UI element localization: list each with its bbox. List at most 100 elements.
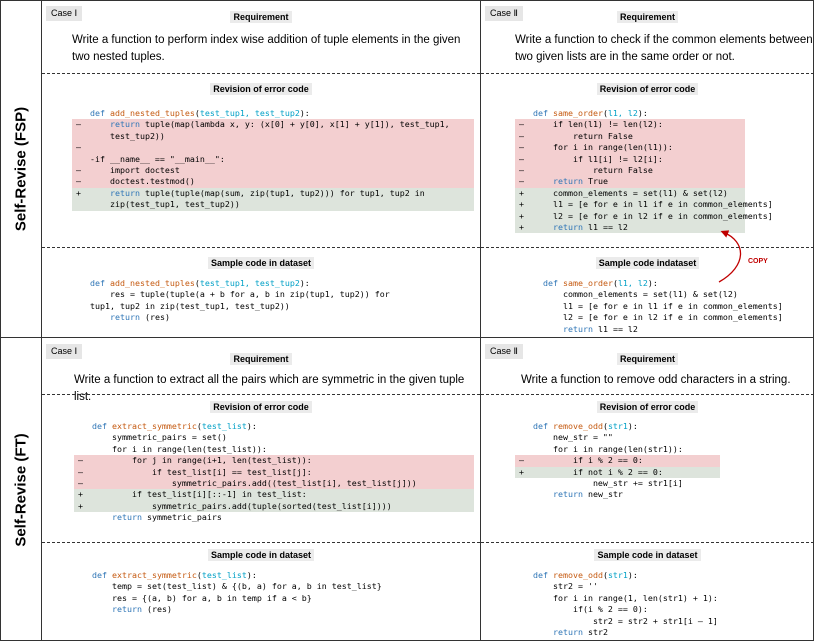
revision-code: def extract_symmetric(test_list): symmet… [74, 421, 474, 524]
code-token [533, 176, 553, 186]
removed-code-line: – if test_list[i] == test_list[j]: [74, 466, 474, 478]
code-token: for j in range(i+1, len(test_list)): [92, 455, 312, 466]
added-code-line: + if not i % 2 == 0: [515, 466, 720, 478]
side-separator [41, 0, 42, 641]
revision-title: Revision of error code [42, 83, 480, 95]
revision-title: Revision of error code [481, 401, 814, 413]
code-token: l1 = [e for e in l1 if e in common_eleme… [533, 199, 773, 210]
code-token: ( [196, 570, 202, 580]
code-token: return False [533, 130, 633, 141]
code-line: def same_order(l1, l2): [525, 278, 805, 289]
code-token: return [109, 312, 140, 323]
sample-title: Sample code indataset [481, 257, 814, 269]
code-token: test_tup1, test_tup2 [199, 278, 300, 288]
case-panel: Case Ⅰ Requirement Write a function to e… [42, 338, 480, 641]
code-token: ): [246, 570, 257, 580]
code-token: same_order [562, 278, 613, 288]
code-token: return False [533, 164, 653, 175]
code-token: extract_symmetric [111, 570, 197, 580]
code-token [92, 604, 112, 614]
removed-code-line: – return tuple(map(lambda x, y: (x[0] + … [72, 119, 474, 131]
code-token [90, 312, 110, 322]
code-token: for i in range(len(str1)): [533, 443, 683, 454]
row-label: Self-Revise (FSP) [12, 106, 29, 231]
code-line: common_elements = set(l1) & set(l2) [525, 289, 805, 300]
sample-code: def same_order(l1, l2): common_elements … [525, 278, 805, 335]
diff-marker: – [519, 130, 524, 141]
code-line: res = {(a, b) for a, b in temp if a < b} [74, 593, 474, 604]
code-token: if(i % 2 == 0): [533, 604, 648, 615]
code-token: ): [647, 278, 658, 288]
removed-code-line: – doctest.testmod() [72, 176, 474, 188]
requirement-text: Write a function to remove odd character… [521, 374, 791, 386]
revision-title: Revision of error code [481, 83, 814, 95]
code-token [90, 119, 110, 129]
code-token: temp = set(test_list) & {(b, a) for a, b… [92, 581, 382, 592]
requirement-title: Requirement [481, 353, 814, 365]
removed-code-line: – for j in range(i+1, len(test_list)): [74, 455, 474, 467]
removed-code-line: -if __name__ == "__main__": [72, 153, 474, 165]
diff-marker: – [519, 176, 524, 187]
section-divider [481, 394, 814, 395]
code-token: l1, l2 [607, 108, 638, 118]
code-token: symmetric_pairs = set() [92, 432, 227, 443]
code-token: ( [602, 570, 608, 580]
code-token: symmetric_pairs [141, 512, 222, 523]
section-divider [42, 73, 480, 74]
removed-code-line: – symmetric_pairs.add((test_list[i], tes… [74, 477, 474, 490]
code-token: return [552, 489, 583, 500]
code-line: def add_nested_tuples(test_tup1, test_tu… [72, 108, 474, 119]
removed-code-line: test_tup2)) [72, 130, 474, 143]
sample-code: def extract_symmetric(test_list): temp =… [74, 570, 474, 616]
row-label-cell: Self-Revise (FT) [0, 338, 41, 641]
code-token: l2 = [e for e in l2 if e in common_eleme… [533, 210, 773, 221]
code-token: ): [627, 570, 638, 580]
code-token: remove_odd [552, 421, 603, 431]
code-token: def [92, 570, 112, 580]
code-line: def extract_symmetric(test_list): [74, 421, 474, 432]
removed-code-line: – if i % 2 == 0: [515, 455, 720, 467]
code-line: for i in range(len(str1)): [515, 444, 720, 455]
code-token: def [90, 108, 110, 118]
section-divider [481, 73, 814, 74]
removed-code-line: – return False [515, 130, 745, 143]
diff-marker: – [78, 455, 83, 466]
code-token: l1 == l2 [582, 221, 628, 232]
removed-code-line: – return True [515, 176, 745, 188]
code-token: return [111, 512, 142, 523]
removed-code-line: – if len(l1) != len(l2): [515, 119, 745, 131]
revision-code: def add_nested_tuples(test_tup1, test_tu… [72, 108, 474, 211]
code-token: ( [602, 108, 608, 118]
diff-marker: – [519, 142, 524, 153]
diff-marker: – [519, 153, 524, 164]
copy-arrow-icon [718, 230, 742, 283]
code-token: new_str += str1[i] [533, 477, 683, 488]
code-token: ( [196, 421, 202, 431]
case-panel: Case Ⅱ Requirement Write a function to c… [481, 0, 814, 337]
code-token: if len(l1) != len(l2): [533, 119, 663, 130]
case-panel: Case Ⅱ Requirement Write a function to r… [481, 338, 814, 641]
section-divider [481, 542, 814, 543]
removed-code-line: – import doctest [72, 164, 474, 177]
case-panel: Case Ⅰ Requirement Write a function to p… [42, 0, 480, 337]
case-badge: Case Ⅰ [46, 6, 83, 21]
code-token [92, 512, 112, 522]
code-token: l1 == l2 [592, 323, 638, 334]
sample-code: def add_nested_tuples(test_tup1, test_tu… [72, 278, 474, 324]
added-code-line: + symmetric_pairs.add(tuple(sorted(test_… [74, 500, 474, 513]
diff-marker: – [519, 455, 524, 466]
added-code-line: + common_elements = set(l1) & set(l2) [515, 187, 745, 200]
code-token [533, 489, 553, 499]
diff-marker: + [519, 199, 524, 210]
diff-marker: – [78, 466, 83, 477]
code-token: ( [194, 278, 200, 288]
code-line: return l1 == l2 [525, 324, 805, 335]
code-token: str2 [582, 626, 608, 637]
diff-marker: – [519, 164, 524, 175]
code-token: test_list [201, 421, 247, 431]
revision-title: Revision of error code [42, 401, 480, 413]
sample-title: Sample code in dataset [481, 549, 814, 561]
removed-code-line: – return False [515, 164, 745, 177]
code-token: ): [299, 108, 310, 118]
added-code-line: + l1 = [e for e in l1 if e in common_ele… [515, 199, 773, 211]
